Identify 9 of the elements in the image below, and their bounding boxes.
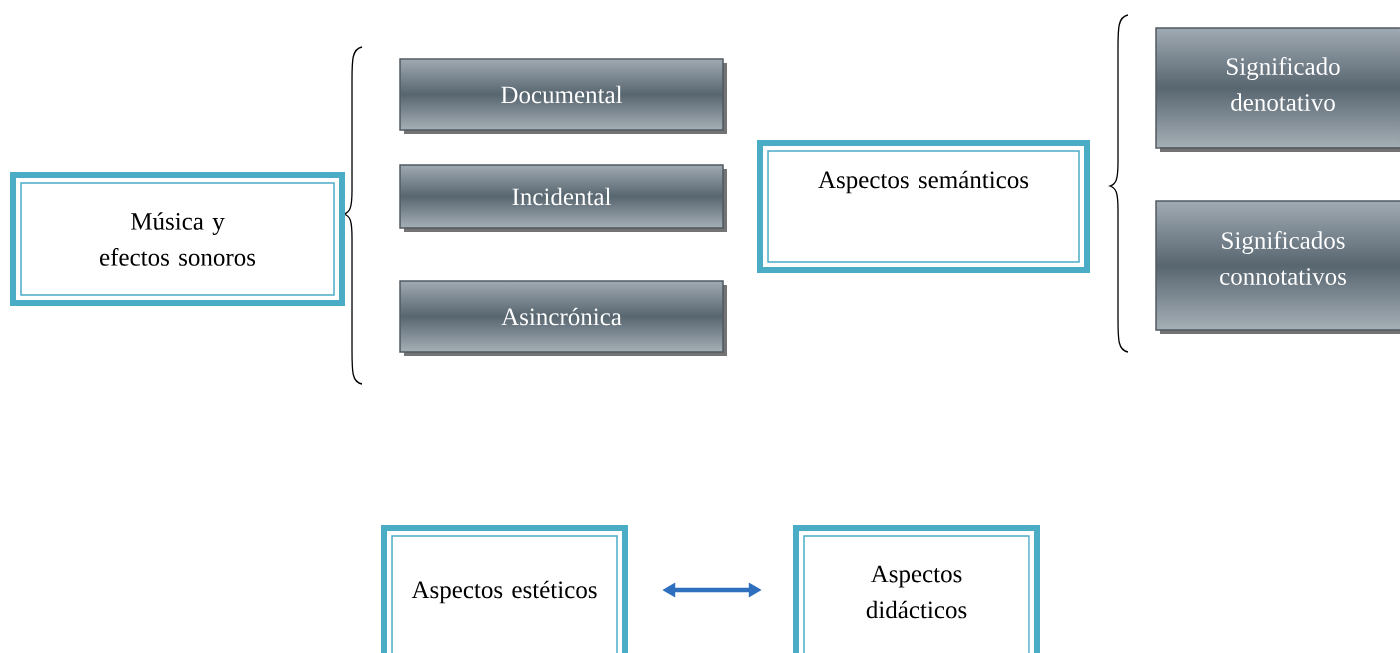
gradient-box: Asincrónica	[399, 280, 727, 356]
framed-box: Aspectos didácticos	[793, 525, 1040, 653]
framed-box: Aspectos estéticos	[381, 525, 628, 653]
gradient-box: Documental	[399, 58, 727, 134]
gradient-box: Significados connotativos	[1155, 200, 1400, 334]
gradient-box: Incidental	[399, 164, 727, 232]
gradient-box: Significado denotativo	[1155, 27, 1400, 152]
framed-box: Aspectos semánticos	[757, 140, 1090, 273]
framed-box: Música y efectos sonoros	[10, 172, 345, 306]
